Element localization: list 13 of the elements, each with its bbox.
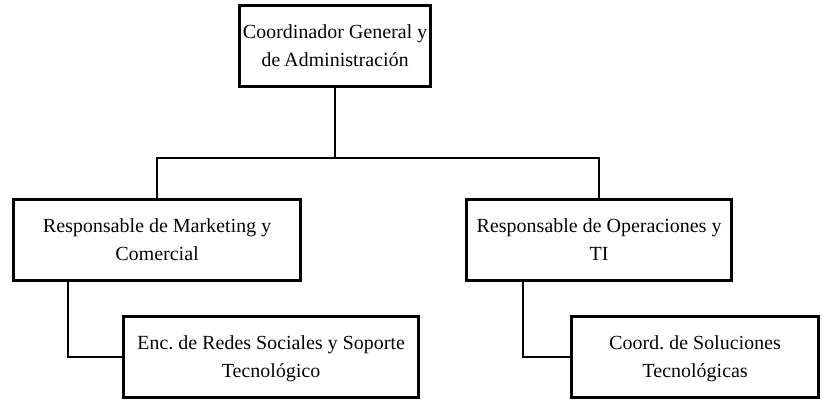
role-title: Coordinador General y de Administración [242,20,428,73]
role-box [122,315,420,399]
connector-line [67,282,122,358]
role-title: Coord. de Soluciones Tecnológicas [608,331,782,384]
connector-line [334,88,600,198]
role-box [465,198,733,282]
role-box [570,315,820,399]
role-title: Responsable de Operaciones y TI [476,214,722,267]
role-box [238,4,432,88]
connector-line [522,282,570,358]
role-box [12,198,302,282]
role-title: Responsable de Marketing y Comercial [42,214,272,267]
role-title: Enc. de Redes Sociales y Soporte Tecnológico [136,331,406,384]
